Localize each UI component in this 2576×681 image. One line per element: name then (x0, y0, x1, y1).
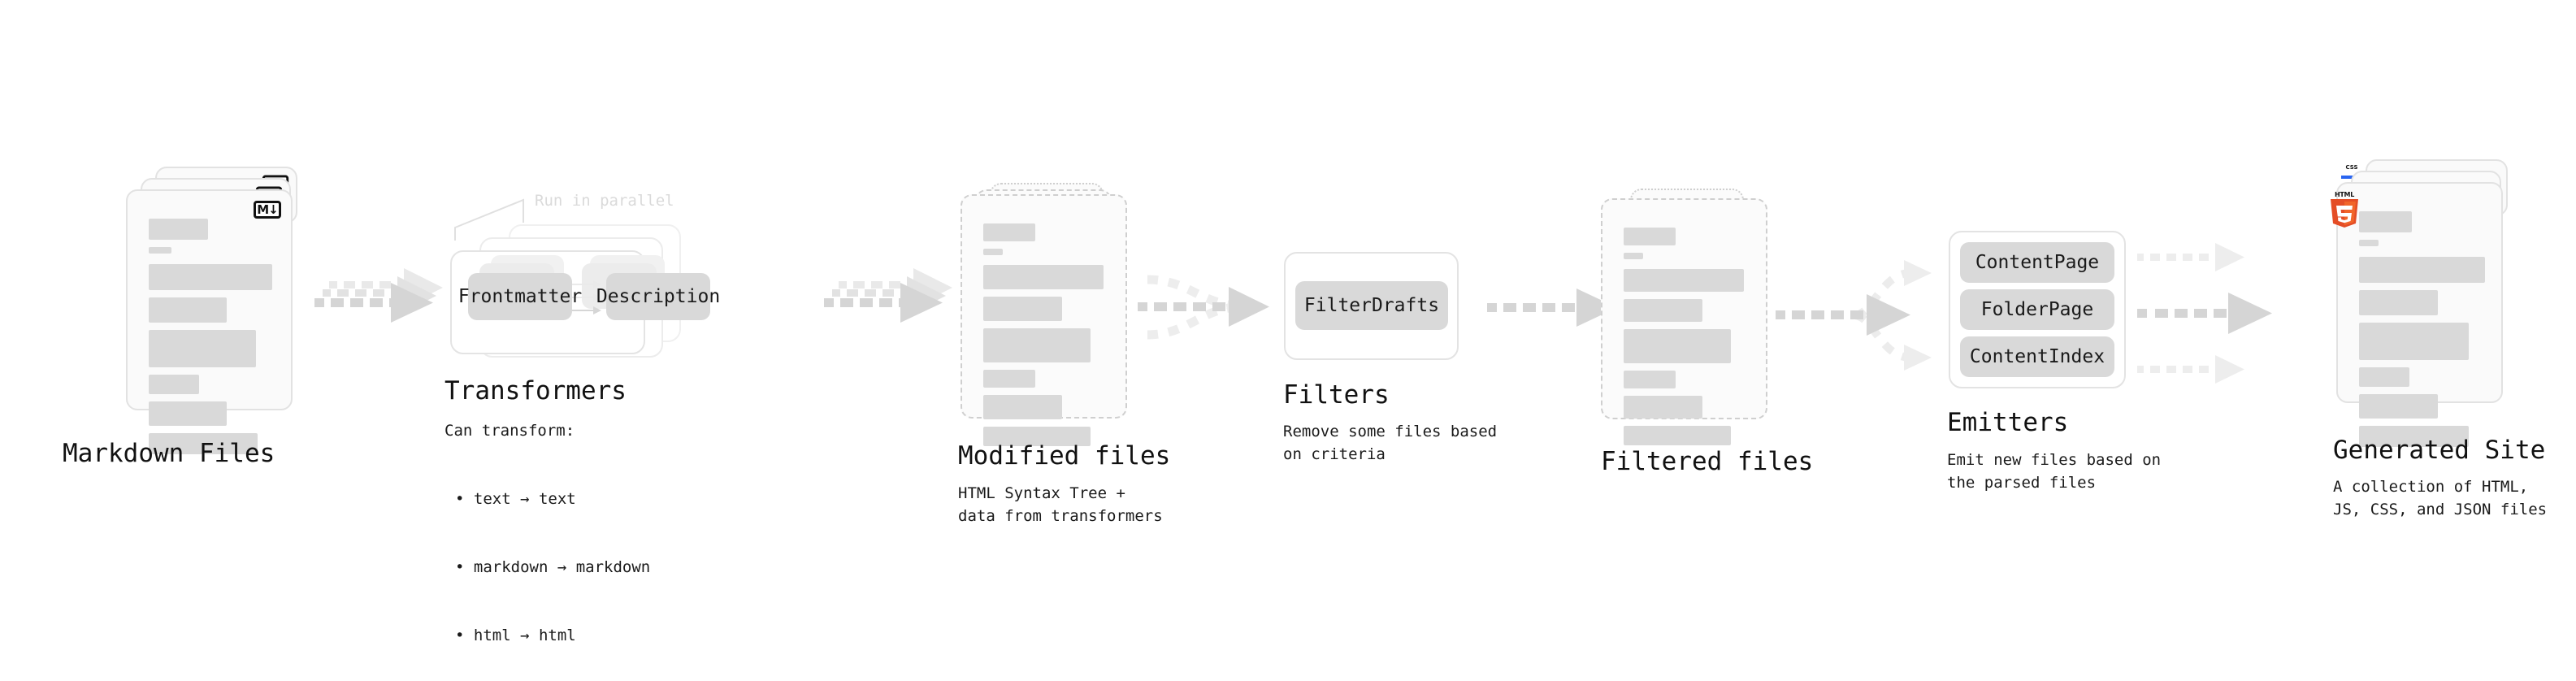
css-icon-label: CSS (2345, 164, 2358, 171)
chip-description[interactable]: Description (596, 273, 720, 320)
connector-markdown-to-transformers (314, 268, 443, 323)
chip-folderpage[interactable]: FolderPage (1960, 289, 2114, 330)
stage-desc-generated-site: A collection of HTML, JS, CSS, and JSON … (2333, 478, 2548, 518)
stage-desc-transformers: Can transform: (445, 422, 575, 440)
transformers-bullet-list: • text → text • markdown → markdown • ht… (455, 442, 650, 681)
stage-desc-modified-files: HTML Syntax Tree + data from transformer… (958, 484, 1163, 525)
connector-filtered-to-emitters (1776, 260, 1932, 371)
bullet-dot: • (455, 627, 474, 644)
card-content-lines (149, 219, 275, 462)
stage-desc-emitters: Emit new files based on the parsed files (1947, 451, 2162, 492)
stage-title-transformers: Transformers (445, 376, 627, 406)
modified-card-stack (961, 183, 1139, 446)
stage-title-filtered-files: Filtered files (1601, 447, 1814, 476)
connector-emitters-to-site (2137, 243, 2272, 384)
html5-icon-label: HTML (2334, 191, 2354, 198)
connector-transformers-to-modified (824, 268, 952, 323)
stage-generated-site: CSS HTML (2331, 159, 2547, 518)
run-in-parallel-bracket (454, 198, 524, 241)
bullet-dot: • (455, 490, 474, 508)
stage-title-modified-files: Modified files (958, 441, 1171, 471)
markdown-icon: M↓ (254, 201, 281, 219)
stage-markdown-files: M↓ M↓ M↓ Markdown Files (63, 167, 313, 468)
bullet-text: markdown → markdown (473, 558, 651, 576)
html5-icon: HTML (2328, 191, 2361, 229)
stage-modified-files: Modified files HTML Syntax Tree + data f… (958, 183, 1170, 525)
bullet-text: text → text (473, 490, 576, 508)
run-in-parallel-label: Run in parallel (535, 192, 674, 210)
modified-card-front[interactable] (961, 194, 1127, 446)
stage-title-markdown-files: Markdown Files (63, 439, 275, 468)
markdown-card-stack: M↓ M↓ M↓ (126, 167, 313, 454)
bullet-dot: • (455, 558, 474, 576)
connector-modified-to-filters (1138, 275, 1269, 340)
card-content-lines (983, 223, 1109, 453)
connector-filters-to-filtered (1487, 288, 1617, 327)
stage-filtered-files: Filtered files (1601, 189, 1813, 476)
chip-filterdrafts[interactable]: FilterDrafts (1295, 281, 1448, 330)
card-content-lines (1624, 228, 1750, 453)
stage-desc-filters: Remove some files based on criteria (1283, 423, 1498, 463)
markdown-card-front[interactable]: M↓ (126, 189, 293, 454)
site-card-front-html[interactable]: HTML (2331, 182, 2503, 447)
chip-contentpage[interactable]: ContentPage (1960, 242, 2114, 283)
filtered-card-front[interactable] (1601, 198, 1767, 445)
card-content-lines (2359, 211, 2485, 454)
stage-title-filters: Filters (1283, 380, 1390, 410)
bullet-text: html → html (473, 627, 576, 644)
stage-title-generated-site: Generated Site (2333, 436, 2546, 465)
site-card-stack: CSS HTML (2331, 159, 2523, 447)
chip-frontmatter[interactable]: Frontmatter (458, 273, 582, 320)
filtered-card-stack (1601, 189, 1780, 445)
stage-title-emitters: Emitters (1947, 408, 2069, 437)
chip-contentindex[interactable]: ContentIndex (1960, 336, 2114, 377)
